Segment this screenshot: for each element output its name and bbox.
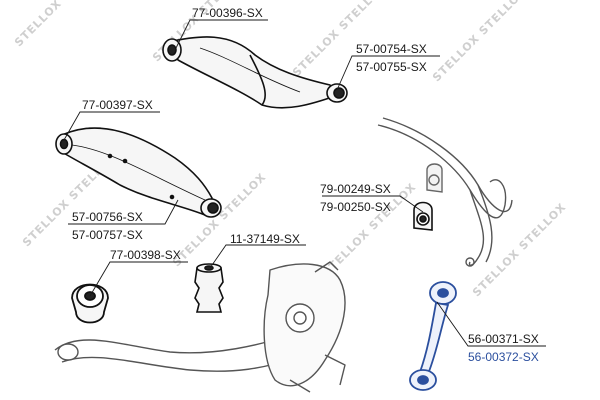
stabilizer-bushing xyxy=(413,201,433,231)
rubber-bushing xyxy=(71,283,109,324)
part-label: 79-00250-SX xyxy=(320,200,391,214)
bushing-upper xyxy=(326,83,348,103)
part-label: 77-00397-SX xyxy=(82,98,153,112)
part-label: 57-00757-SX xyxy=(72,228,143,242)
part-label: 77-00398-SX xyxy=(110,248,181,262)
lower-control-arm xyxy=(55,127,213,216)
stabilizer-bushing-shadow xyxy=(426,163,443,193)
upper-control-arm xyxy=(162,36,339,109)
leader-lines xyxy=(63,19,546,347)
part-label-highlight: 56-00372-SX xyxy=(468,350,539,364)
part-label: 79-00249-SX xyxy=(320,182,391,196)
part-label: 57-00754-SX xyxy=(356,42,427,56)
stabilizer-link xyxy=(409,281,457,391)
bushing-lower xyxy=(200,198,222,218)
part-label: 57-00755-SX xyxy=(356,60,427,74)
stabilizer-bar xyxy=(377,117,513,267)
bump-stop xyxy=(194,263,224,313)
part-label: 56-00371-SX xyxy=(468,332,539,346)
part-label: 57-00756-SX xyxy=(72,210,143,224)
part-label: 77-00396-SX xyxy=(192,6,263,20)
part-label: 11-37149-SX xyxy=(230,232,300,246)
trailing-arm-knuckle xyxy=(54,261,346,393)
